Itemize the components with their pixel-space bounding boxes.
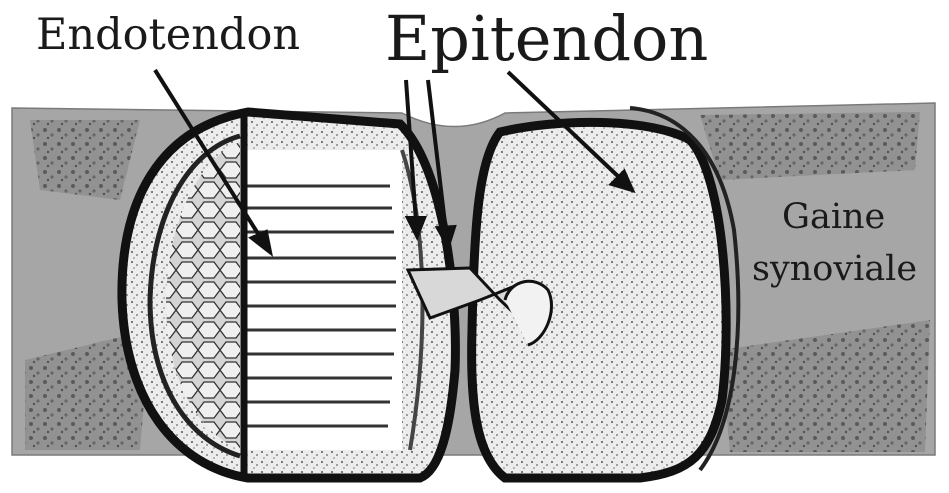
fascicle-cutaway xyxy=(242,150,402,450)
endotendon-label: Endotendon xyxy=(36,14,300,57)
epitendon-label: Epitendon xyxy=(385,8,708,70)
synovial-sheath-label-line1: Gaine xyxy=(782,200,885,235)
synovial-sheath-label-line2: synoviale xyxy=(752,252,917,287)
